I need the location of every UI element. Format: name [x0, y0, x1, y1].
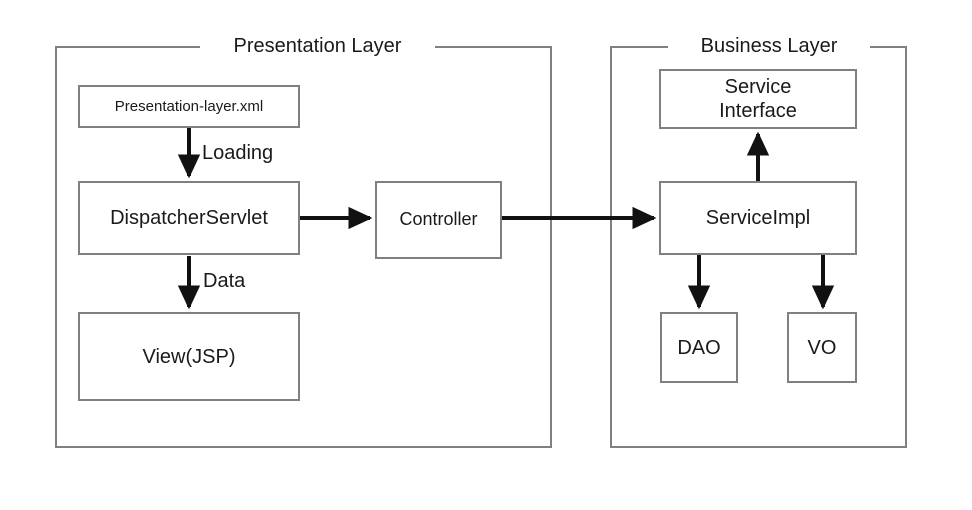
panel-presentation-layer-title: Presentation Layer	[200, 35, 435, 57]
node-service-impl[interactable]: ServiceImpl	[659, 181, 857, 255]
node-vo[interactable]: VO	[787, 312, 857, 383]
node-view-jsp[interactable]: View(JSP)	[78, 312, 300, 401]
node-service-impl-label: ServiceImpl	[705, 207, 811, 229]
node-dao-label: DAO	[677, 336, 721, 359]
node-dao[interactable]: DAO	[660, 312, 738, 383]
node-dispatcher-servlet-label: DispatcherServlet	[110, 207, 268, 229]
node-dispatcher-servlet[interactable]: DispatcherServlet	[78, 181, 300, 255]
node-controller[interactable]: Controller	[375, 181, 502, 259]
node-view-jsp-label: View(JSP)	[142, 345, 236, 368]
edge-label-loading: Loading	[202, 142, 274, 164]
panel-business-layer-title: Business Layer	[668, 35, 870, 57]
node-controller-label: Controller	[399, 209, 478, 230]
node-presentation-layer-xml[interactable]: Presentation-layer.xml	[78, 85, 300, 128]
node-presentation-layer-xml-label: Presentation-layer.xml	[114, 97, 264, 115]
node-service-interface-label: Service Interface	[719, 76, 797, 122]
edge-label-data: Data	[203, 270, 246, 292]
node-service-interface[interactable]: Service Interface	[659, 69, 857, 129]
node-vo-label: VO	[807, 336, 837, 359]
